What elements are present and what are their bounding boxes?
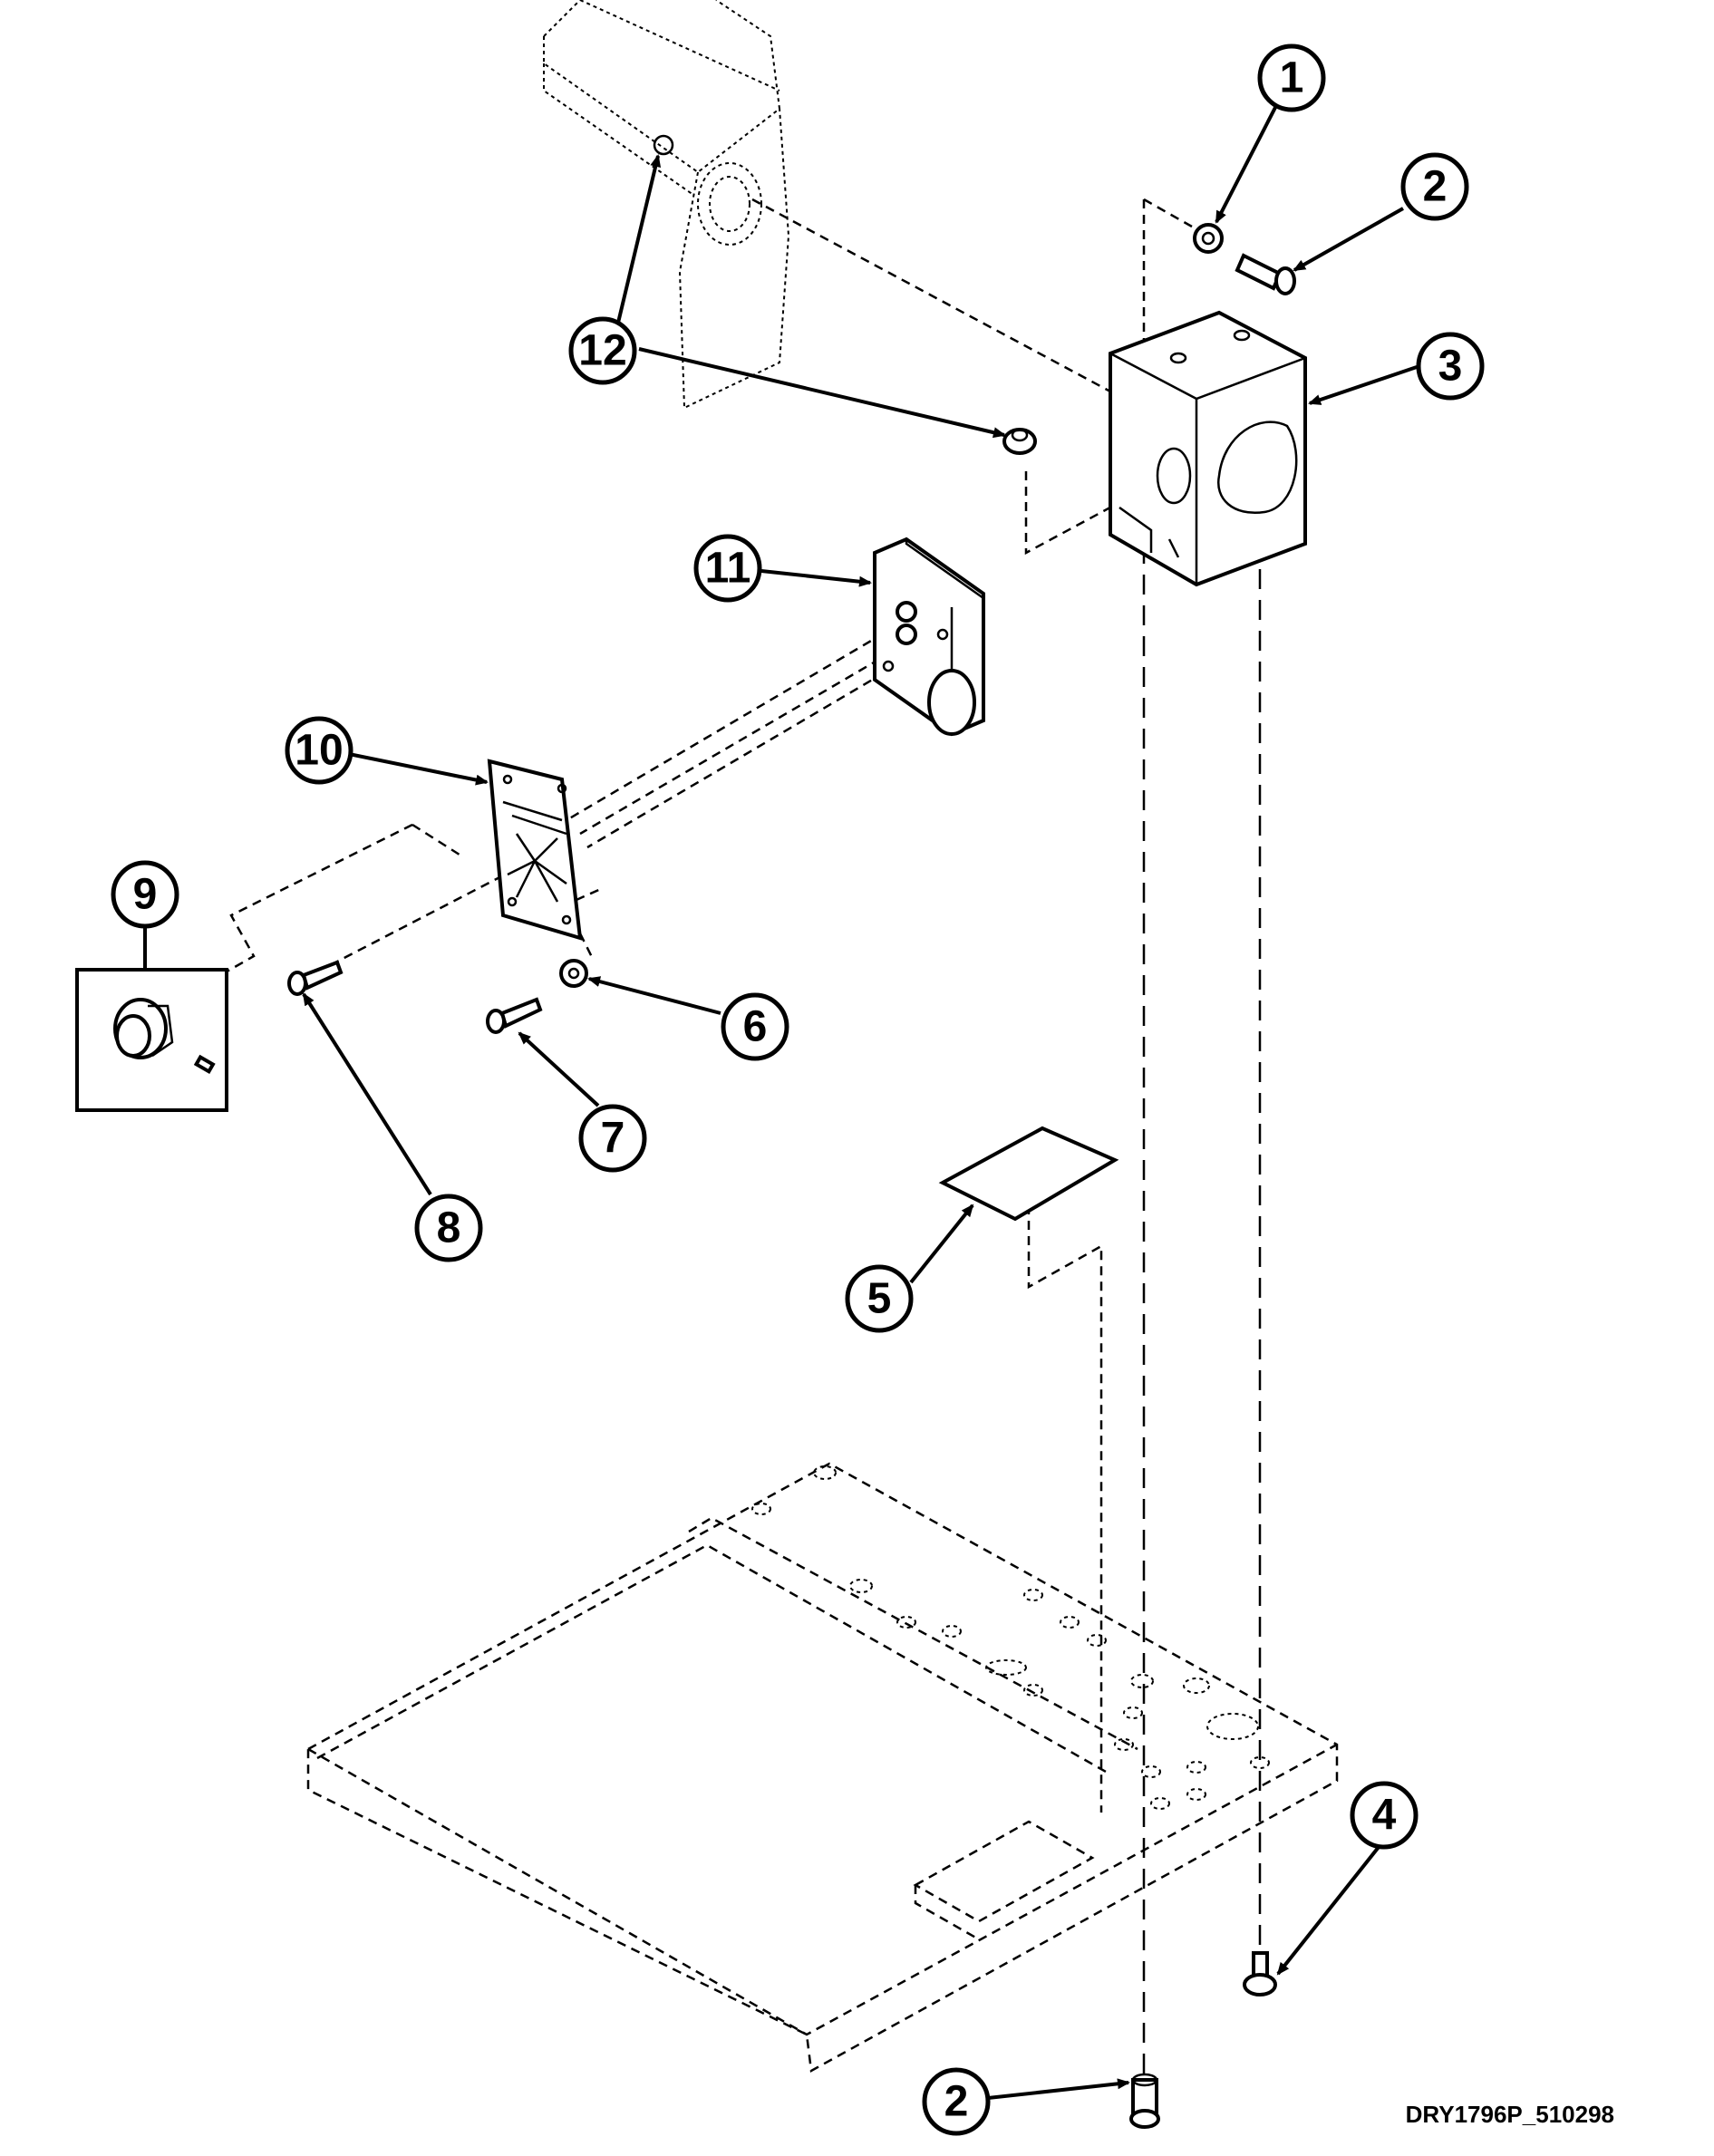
callout-12: 12	[568, 316, 637, 385]
screw-bottom-icon	[1243, 1951, 1277, 1996]
callout-2-top-label: 2	[1423, 163, 1448, 211]
callout-4: 4	[1350, 1781, 1419, 1850]
callout-2-bottom: 2	[922, 2067, 991, 2136]
star-washer-small-icon	[559, 959, 588, 988]
star-washer-icon	[1193, 223, 1224, 254]
base-panel	[306, 1462, 1339, 2073]
callout-10: 10	[285, 716, 353, 785]
callout-5-label: 5	[867, 1275, 892, 1323]
callout-7-label: 7	[601, 1115, 625, 1163]
callout-6: 6	[721, 992, 789, 1061]
callout-8: 8	[414, 1194, 483, 1262]
callout-3: 3	[1416, 332, 1485, 401]
hex-nut-icon	[1002, 428, 1037, 455]
alignment-lines	[189, 198, 1262, 2075]
hex-bolt-icon	[1235, 253, 1296, 295]
leader-arrows	[302, 92, 1418, 2100]
callout-2-top: 2	[1400, 152, 1469, 221]
callout-5: 5	[845, 1264, 914, 1333]
callout-9: 9	[111, 860, 179, 929]
drawing-id: DRY1796P_510298	[1405, 2101, 1614, 2128]
timer-module	[873, 537, 985, 737]
callout-4-label: 4	[1372, 1792, 1397, 1840]
cabinet-fragment	[543, 0, 790, 410]
label-card	[938, 1126, 1119, 1222]
screw-8-icon	[287, 960, 344, 996]
callout-8-label: 8	[437, 1204, 461, 1252]
dial-plate	[487, 759, 583, 941]
callout-6-label: 6	[743, 1003, 768, 1051]
knob-kit-box	[75, 926, 228, 1112]
callout-11: 11	[693, 534, 762, 603]
screw-7-icon	[486, 997, 543, 1034]
hex-bolt-bottom-icon	[1129, 2073, 1160, 2129]
callout-10-label: 10	[295, 727, 343, 775]
callout-3-label: 3	[1438, 343, 1463, 391]
callout-9-label: 9	[133, 871, 158, 919]
callout-2-bottom-label: 2	[944, 2078, 969, 2126]
callout-7: 7	[578, 1104, 647, 1173]
callout-11-label: 11	[705, 545, 751, 593]
callout-1-label: 1	[1280, 54, 1304, 102]
callout-12-label: 12	[578, 327, 626, 375]
callout-1: 1	[1257, 44, 1326, 112]
control-box	[1109, 310, 1307, 587]
